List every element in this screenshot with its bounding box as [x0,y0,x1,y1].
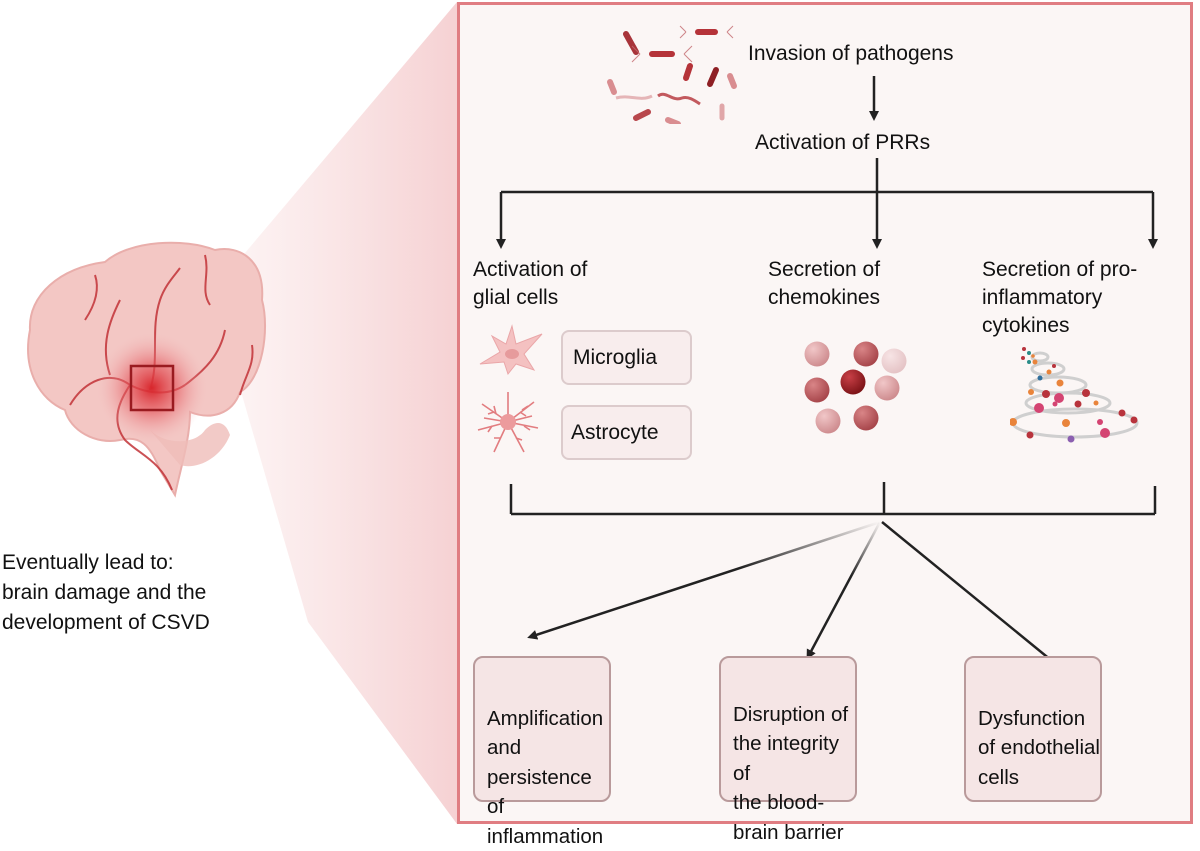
outcome-endothelial-label: Dysfunction of endothelial cells [978,706,1100,789]
microglia-box: Microglia [561,330,692,385]
arrow-to-bbb [806,521,882,660]
cytokines-label: Secretion of pro- inflammatory cytokines [982,258,1138,337]
conclusion-text: Eventually lead to: brain damage and the… [2,551,210,634]
glial-label: Activation of glial cells [473,258,588,309]
chemokines-label: Secretion of chemokines [768,258,881,309]
arrow-to-endothelial [881,521,1060,667]
lesion-highlight [97,333,207,443]
outcome-endothelial-box: Dysfunction of endothelial cells [964,656,1102,802]
bacteria-icon [607,25,737,124]
astrocyte-label: Astrocyte [571,420,659,444]
zoom-wedge [27,2,457,824]
flow-arrows [496,76,1158,667]
lesion-box [129,364,175,412]
microglia-icon [479,324,543,376]
brain-icon [27,241,267,498]
chemokine-spheres-icon [804,341,907,434]
pathogens-label: Invasion of pathogens [748,42,954,65]
astrocyte-box: Astrocyte [561,405,692,460]
outcome-amplification-box: Amplification and persistence of inflamm… [473,656,611,848]
astrocyte-icon [477,392,539,453]
prr-label: Activation of PRRs [755,131,931,154]
outcome-bbb-box: Disruption of the integrity of the blood… [719,656,857,844]
cytokine-spiral-icon [1010,347,1139,443]
outcome-amplification-label: Amplification and persistence of inflamm… [487,706,604,848]
outcome-bbb-label: Disruption of the integrity of the blood… [733,702,849,844]
arrow-to-amplification [527,520,881,640]
microglia-label: Microglia [573,345,658,369]
